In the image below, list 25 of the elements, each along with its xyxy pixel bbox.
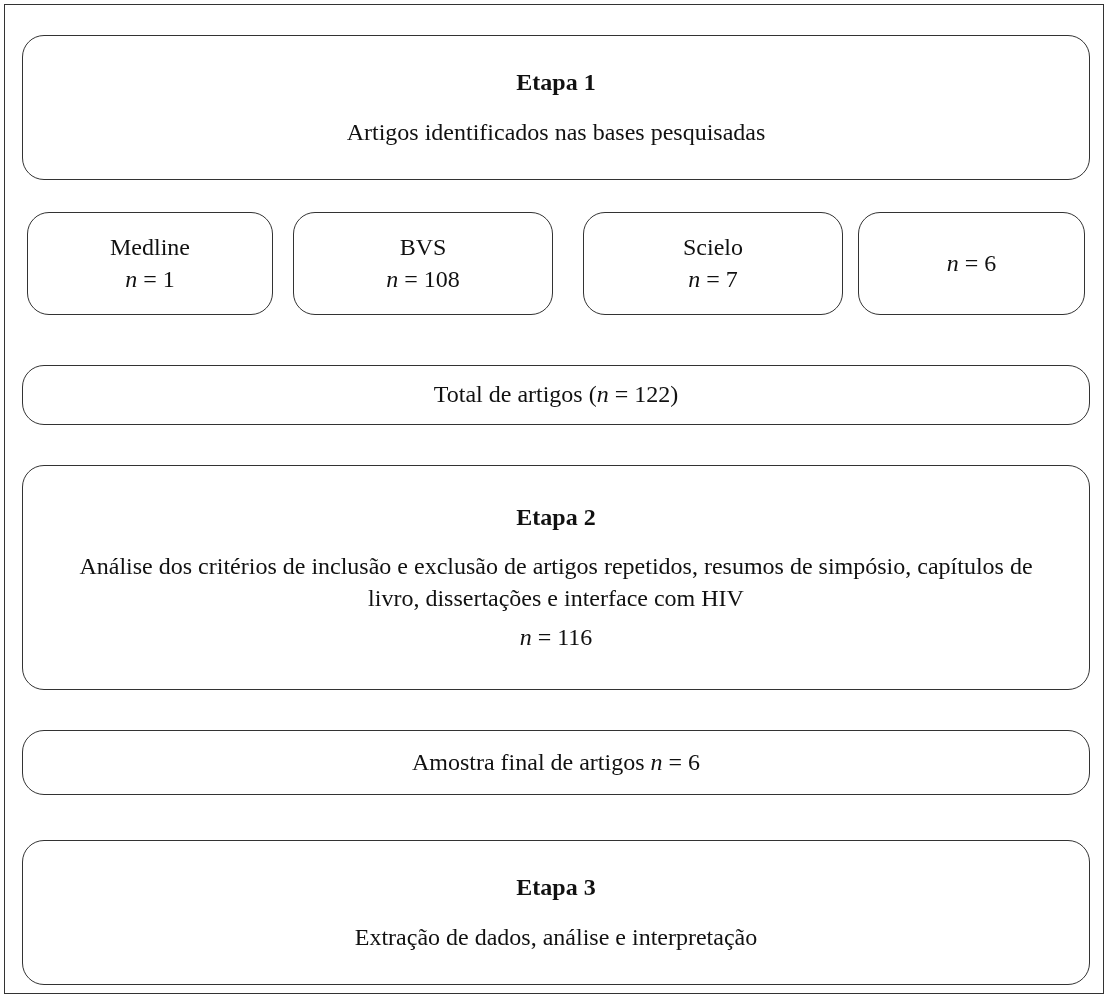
rounded-box (27, 212, 273, 315)
box-text: n = 116 (519, 622, 593, 652)
box-text: Total de artigos (n = 122) (433, 380, 679, 410)
rounded-box (22, 365, 1090, 425)
box-text: Amostra final de artigos n = 6 (411, 747, 701, 777)
stage-heading: Etapa 2 (516, 503, 596, 533)
box-text: Scielo (683, 233, 743, 263)
box-text: Análise dos critérios de inclusão e exclusão de artigos repetidos, resumos de simpósio, capítulos de livro, dissertações e interface com HIV (78, 552, 1034, 613)
box-text: n = 6 (946, 248, 997, 278)
rounded-box (293, 212, 553, 315)
rounded-box (858, 212, 1085, 315)
rounded-box (583, 212, 843, 315)
stage-heading: Etapa 3 (516, 873, 596, 903)
box-text: BVS (399, 233, 447, 263)
rounded-box (22, 35, 1090, 180)
rounded-box (22, 730, 1090, 795)
stage-heading: Etapa 1 (516, 68, 596, 98)
box-text: n = 108 (386, 264, 460, 294)
box-text: n = 7 (688, 264, 738, 294)
box-text: Medline (110, 233, 190, 263)
box-text: Extração de dados, análise e interpretação (354, 922, 758, 952)
rounded-box (22, 465, 1090, 690)
box-text: n = 1 (125, 264, 175, 294)
rounded-box (22, 840, 1090, 985)
box-text: Artigos identificados nas bases pesquisadas (346, 117, 766, 147)
